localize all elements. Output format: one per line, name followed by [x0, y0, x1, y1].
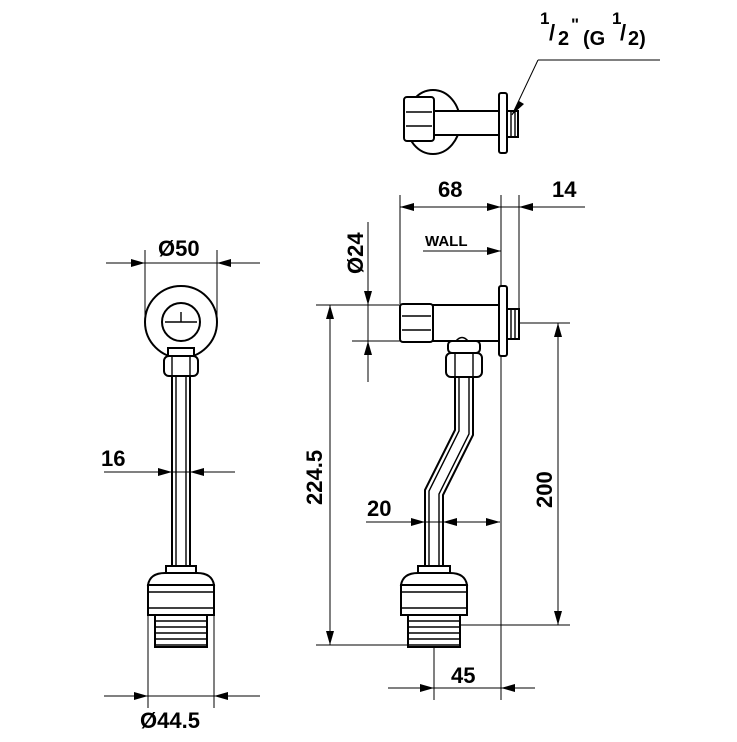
dim-d45-label: 45: [451, 663, 475, 688]
dim-d20: [366, 518, 500, 526]
dim-d16: [104, 468, 235, 476]
dim-d445-label: Ø44.5: [140, 708, 200, 733]
dim-d24-label: Ø24: [343, 232, 368, 274]
thread-g: (G: [583, 28, 605, 50]
thread-callout: 1 / 2 " (G 1 / 2): [540, 9, 646, 50]
thread-inch: ": [571, 15, 579, 34]
dim-d2245: [316, 304, 408, 646]
thread-den-1: 2: [558, 28, 569, 50]
dim-d20-label: 20: [367, 496, 391, 521]
dim-d45: [388, 356, 535, 700]
wall-indicator: [423, 247, 501, 255]
dim-d200: [460, 322, 570, 626]
dim-d14-label: 14: [552, 177, 577, 202]
thread-num-1: 1: [540, 9, 549, 28]
dim-d2245-label: 224.5: [302, 450, 327, 505]
dim-d50: [106, 250, 260, 320]
dim-d445: [104, 615, 260, 708]
thread-den-2: 2): [628, 28, 646, 50]
side-view: [399, 285, 520, 648]
dim-d50-label: Ø50: [158, 236, 200, 261]
thread-num-2: 1: [612, 9, 621, 28]
wall-label: WALL: [425, 233, 468, 250]
front-view: [144, 285, 218, 648]
dim-d200-label: 200: [532, 471, 557, 508]
top-view: [403, 59, 660, 155]
dim-d16-label: 16: [101, 446, 125, 471]
thread-slash-2: /: [620, 20, 626, 45]
dim-d14: [480, 195, 585, 309]
thread-slash-1: /: [549, 20, 555, 45]
dim-d68-label: 68: [438, 177, 462, 202]
